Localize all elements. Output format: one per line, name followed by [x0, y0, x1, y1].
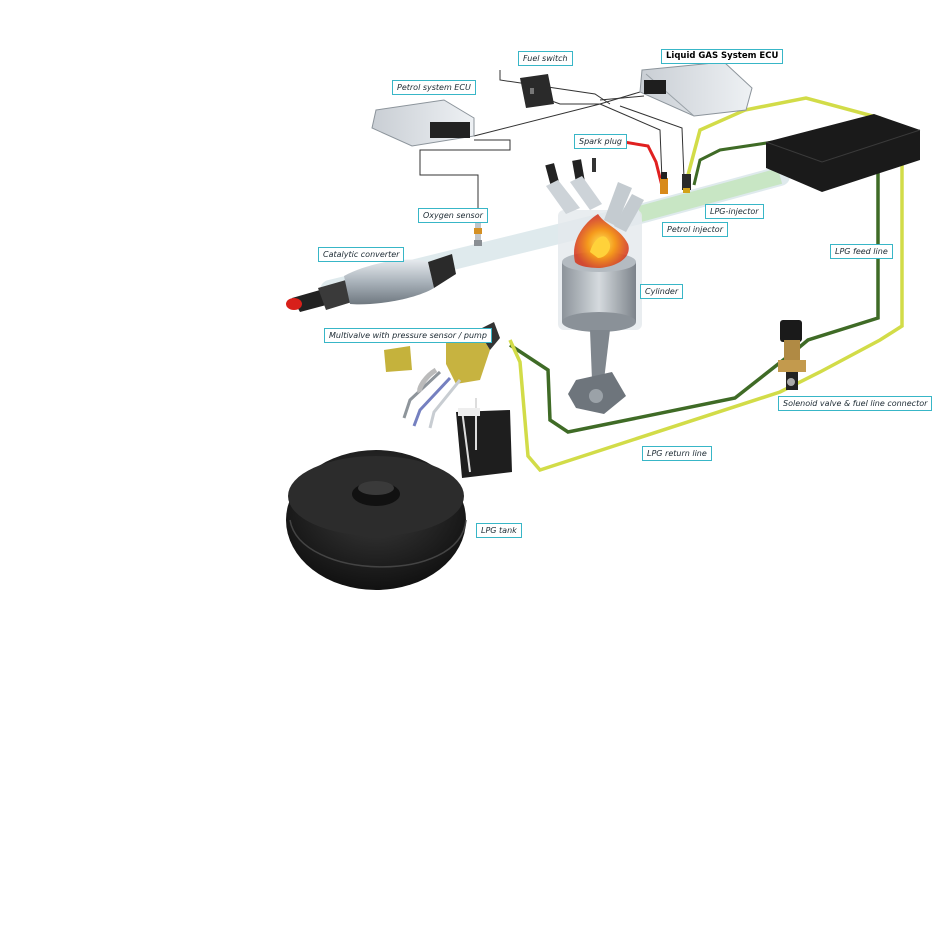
spark-plug-label: Spark plug — [574, 134, 627, 149]
fuel-switch — [520, 74, 554, 108]
lpg-return-line-label: LPG return line — [642, 446, 712, 461]
lpg-return-line — [508, 96, 904, 473]
combustion-flame — [574, 214, 629, 268]
solenoid-valve-label: Solenoid valve & fuel line connector — [778, 396, 933, 411]
fuel-switch-label: Fuel switch — [518, 51, 573, 66]
multivalve-pump — [384, 322, 500, 429]
petrol-ecu — [371, 99, 475, 147]
oxygen-sensor — [474, 218, 482, 246]
fuel-pump-bucket — [456, 398, 512, 478]
solenoid-valve — [778, 320, 806, 390]
lpg-feed-line-label: LPG feed line — [830, 244, 893, 259]
petrol-ecu-label: Petrol system ECU — [392, 80, 476, 95]
lpg-injector — [682, 174, 691, 193]
catalytic-converter — [286, 254, 456, 312]
multivalve-label: Multivalve with pressure sensor / pump — [324, 328, 492, 343]
lpg-feed-line-to-injector — [692, 136, 801, 186]
lpg-ecu — [639, 61, 753, 117]
lpg-tank-label: LPG tank — [476, 523, 522, 538]
lpg-injector-label: LPG-injector — [705, 204, 764, 219]
lpg-ecu-label: Liquid GAS System ECU — [661, 49, 784, 64]
catalytic-converter-label: Catalytic converter — [318, 247, 405, 262]
oxygen-sensor-label: Oxygen sensor — [418, 208, 488, 223]
lpg-tank — [286, 450, 467, 590]
spark-plugs — [545, 158, 644, 232]
petrol-injector-label: Petrol injector — [662, 222, 728, 237]
petrol-injector — [660, 172, 668, 194]
connecting-rod — [568, 330, 626, 414]
spark-plug-wire — [623, 140, 664, 187]
lpg-vaporiser-box — [765, 114, 921, 192]
cylinder-label: Cylinder — [640, 284, 684, 299]
